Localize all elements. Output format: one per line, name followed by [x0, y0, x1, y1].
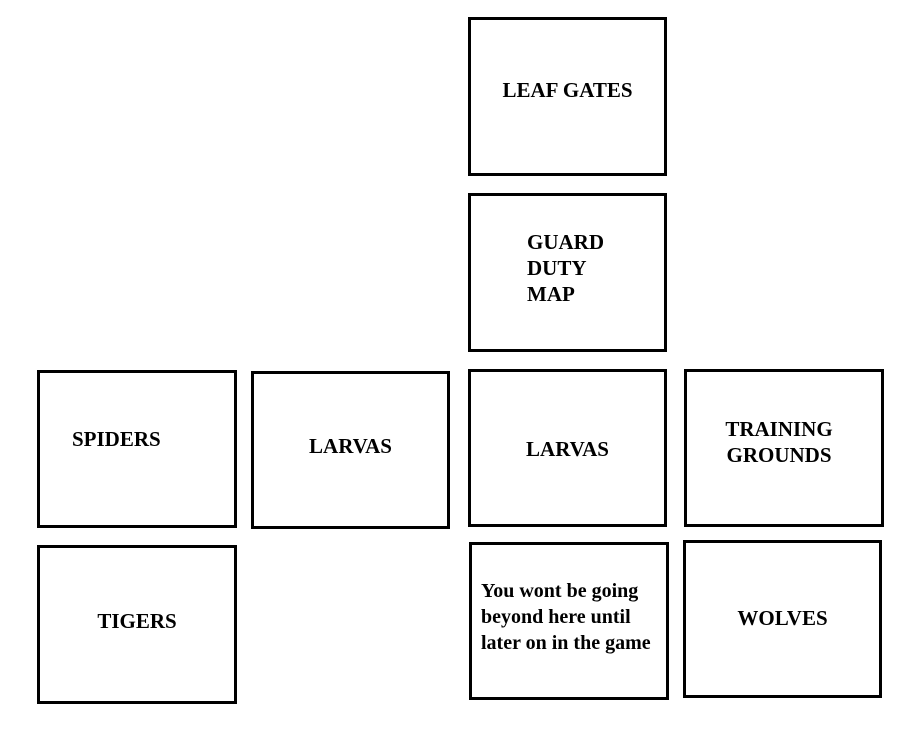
room-label-tigers: TIGERS: [97, 609, 177, 633]
room-label-larvas-west: LARVAS: [309, 434, 392, 458]
room-larvas-center: [468, 369, 667, 527]
room-locked-area: [469, 542, 669, 700]
room-label-spiders: SPIDERS: [72, 427, 161, 451]
room-label-line: GROUNDS: [726, 443, 832, 467]
room-label-wolves: WOLVES: [737, 606, 828, 630]
room-label-training-grounds: TRAINING GROUNDS: [684, 416, 874, 468]
room-label-locked-note: You wont be going beyond here until late…: [481, 578, 651, 656]
room-label-line: DUTY: [527, 256, 587, 280]
room-label-larvas-center: LARVAS: [526, 437, 609, 461]
room-wolves: [683, 540, 882, 698]
room-leaf-gates: [468, 17, 667, 176]
room-tigers: [37, 545, 237, 704]
room-label-guard-duty-map: GUARD DUTY MAP: [527, 229, 604, 307]
note-line: You wont be going: [481, 580, 639, 602]
note-line: beyond here until: [481, 606, 631, 628]
room-guard-duty-map: [468, 193, 667, 352]
room-label-line: TRAINING: [725, 417, 833, 441]
room-label-line: GUARD: [527, 230, 604, 254]
room-training-grounds: [684, 369, 884, 527]
note-line: later on in the game: [481, 632, 651, 654]
room-label-leaf-gates: LEAF GATES: [502, 78, 633, 102]
room-larvas-west: [251, 371, 450, 529]
room-spiders: [37, 370, 237, 528]
room-label-line: MAP: [527, 282, 575, 306]
